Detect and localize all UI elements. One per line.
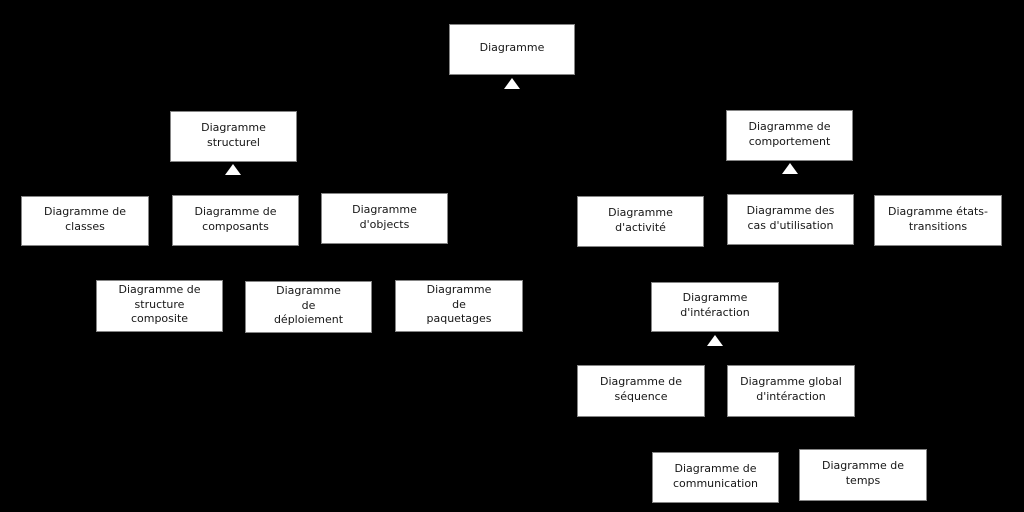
node-sequence: Diagramme de séquence xyxy=(577,365,705,417)
node-etats-transitions: Diagramme états- transitions xyxy=(874,195,1002,246)
node-classes: Diagramme de classes xyxy=(21,196,149,246)
node-label: Diagramme xyxy=(479,41,545,55)
node-global-interaction: Diagramme global d'intéraction xyxy=(727,365,855,417)
node-label: Diagramme de temps xyxy=(822,459,904,487)
node-structurel: Diagramme structurel xyxy=(170,111,297,162)
node-cas-utilisation: Diagramme des cas d'utilisation xyxy=(727,194,854,245)
node-label: Diagramme de déploiement xyxy=(273,284,344,327)
node-diagramme: Diagramme xyxy=(449,24,575,75)
node-label: Diagramme structurel xyxy=(201,120,266,149)
node-label: Diagramme états- transitions xyxy=(887,204,989,233)
node-composants: Diagramme de composants xyxy=(172,195,299,246)
node-objects: Diagramme d'objects xyxy=(321,193,448,244)
node-temps: Diagramme de temps xyxy=(799,449,927,501)
node-label: Diagramme de classes xyxy=(44,205,126,233)
node-label: Diagramme de comportement xyxy=(748,119,831,148)
node-comportement: Diagramme de comportement xyxy=(726,110,853,161)
node-label: Diagramme d'objects xyxy=(352,202,417,231)
node-label: Diagramme de structure composite xyxy=(118,283,201,326)
node-paquetages: Diagramme de paquetages xyxy=(395,280,523,332)
node-label: Diagramme de séquence xyxy=(600,375,682,403)
generalization-triangle-icon xyxy=(504,78,520,89)
node-label: Diagramme de paquetages xyxy=(426,283,492,326)
node-label: Diagramme d'activité xyxy=(608,205,673,234)
node-label: Diagramme de communication xyxy=(672,461,759,490)
generalization-triangle-icon xyxy=(225,164,241,175)
generalization-triangle-icon xyxy=(782,163,798,174)
node-interaction: Diagramme d'intéraction xyxy=(651,282,779,332)
node-deploiement: Diagramme de déploiement xyxy=(245,281,372,333)
node-label: Diagramme de composants xyxy=(194,204,277,233)
node-structure-composite: Diagramme de structure composite xyxy=(96,280,223,332)
node-communication: Diagramme de communication xyxy=(652,452,779,503)
node-label: Diagramme d'intéraction xyxy=(680,291,750,319)
node-activite: Diagramme d'activité xyxy=(577,196,704,247)
generalization-triangle-icon xyxy=(707,335,723,346)
node-label: Diagramme global d'intéraction xyxy=(740,375,842,403)
node-label: Diagramme des cas d'utilisation xyxy=(746,203,835,232)
